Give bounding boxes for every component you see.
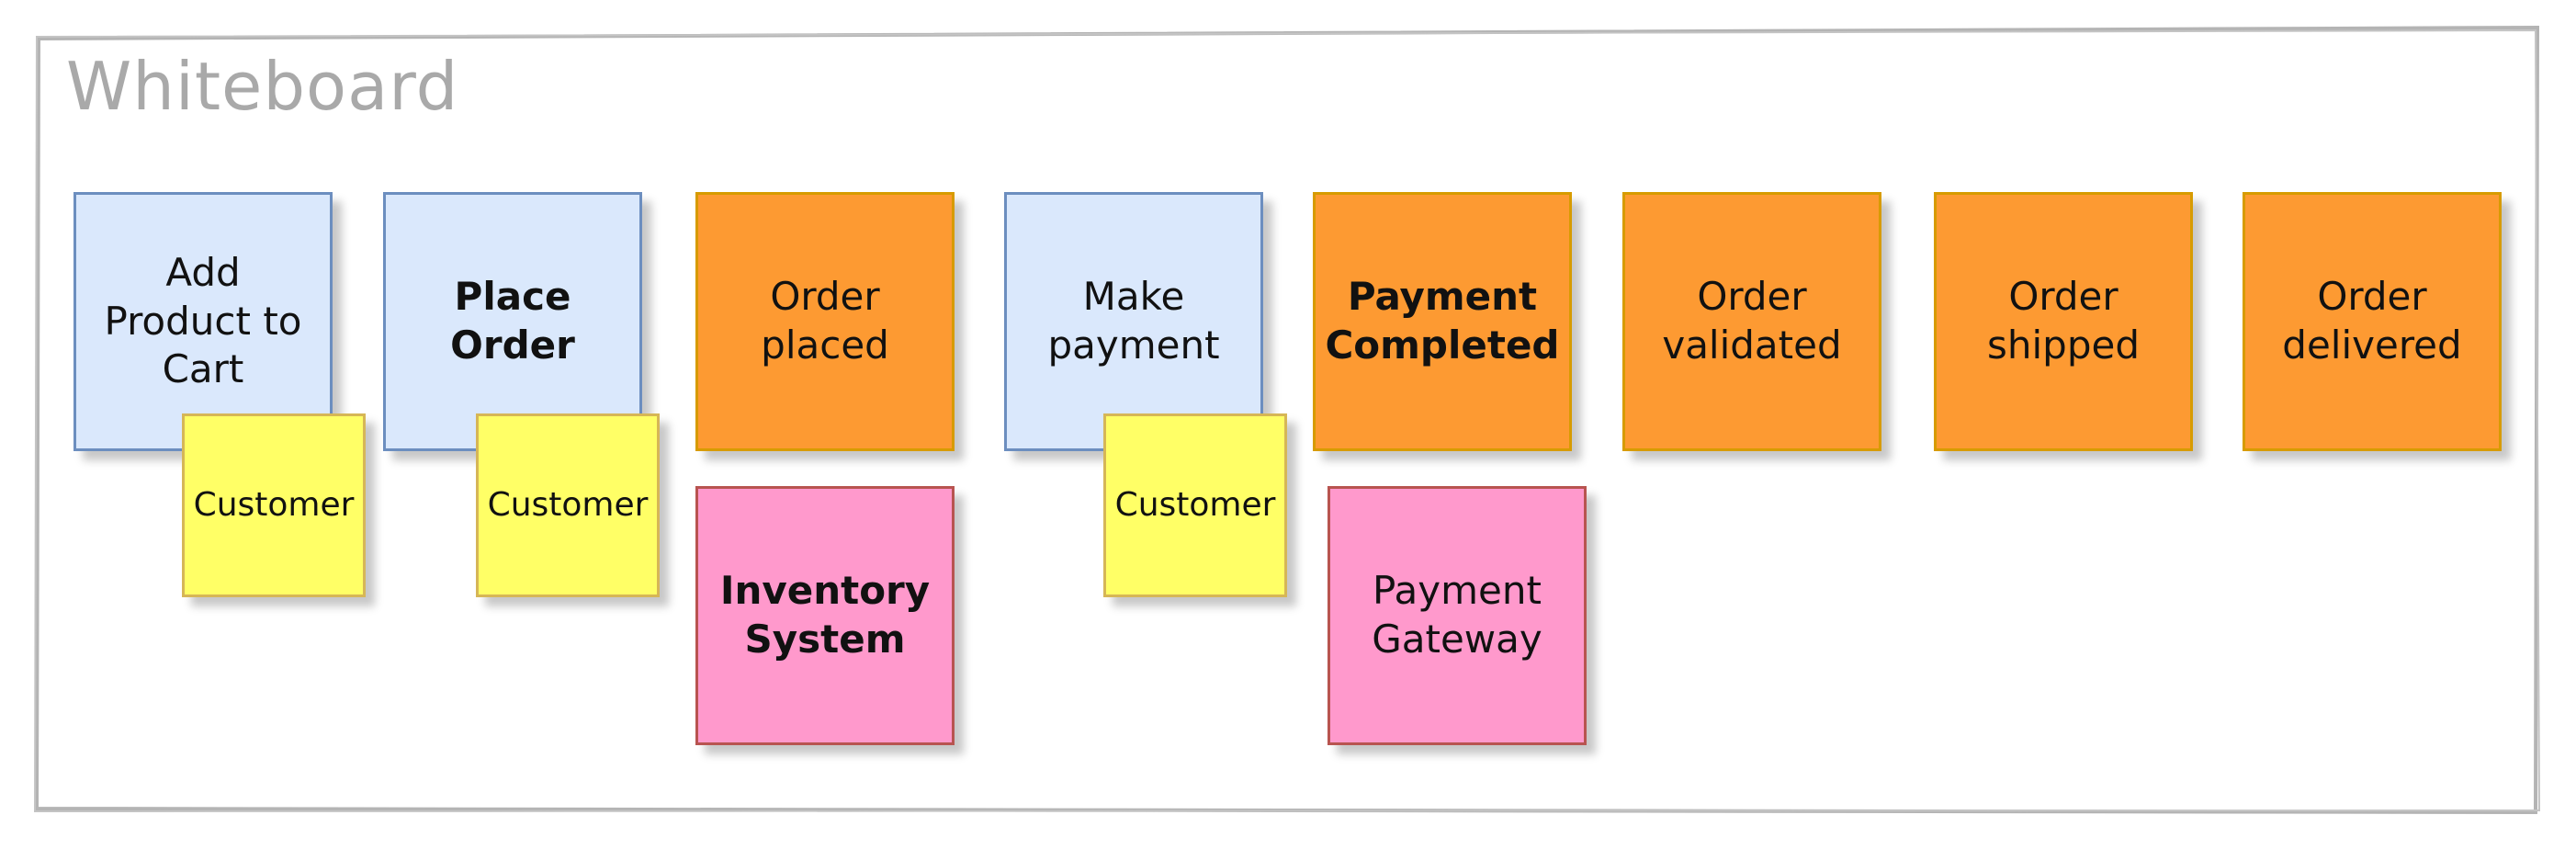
note-label: Order shipped	[1987, 274, 2140, 368]
note-label: Inventory System	[719, 568, 931, 662]
system-inventory[interactable]: Inventory System	[695, 486, 955, 745]
note-label: Place Order	[450, 274, 575, 368]
note-label: Order placed	[761, 274, 889, 368]
note-label: Customer	[1114, 486, 1276, 525]
event-order-shipped[interactable]: Order shipped	[1934, 192, 2193, 451]
actor-customer-make-payment[interactable]: Customer	[1103, 413, 1287, 597]
whiteboard-title: Whiteboard	[66, 48, 459, 125]
note-label: Order validated	[1662, 274, 1842, 368]
event-order-placed[interactable]: Order placed	[695, 192, 955, 451]
note-label: Payment Completed	[1325, 274, 1560, 368]
command-make-payment[interactable]: Make payment	[1004, 192, 1263, 451]
note-label: Add Product to Cart	[104, 249, 302, 392]
note-label: Customer	[193, 486, 355, 525]
note-label: Order delivered	[2282, 274, 2462, 368]
note-label: Make payment	[1047, 274, 1220, 368]
command-add-product-to-cart[interactable]: Add Product to Cart	[73, 192, 333, 451]
event-order-delivered[interactable]: Order delivered	[2243, 192, 2502, 451]
note-label: Customer	[487, 486, 649, 525]
event-payment-completed[interactable]: Payment Completed	[1313, 192, 1572, 451]
actor-customer-add-to-cart[interactable]: Customer	[182, 413, 366, 597]
command-place-order[interactable]: Place Order	[383, 192, 642, 451]
actor-customer-place-order[interactable]: Customer	[476, 413, 660, 597]
system-payment-gateway[interactable]: Payment Gateway	[1328, 486, 1587, 745]
event-order-validated[interactable]: Order validated	[1622, 192, 1881, 451]
note-label: Payment Gateway	[1372, 568, 1542, 662]
